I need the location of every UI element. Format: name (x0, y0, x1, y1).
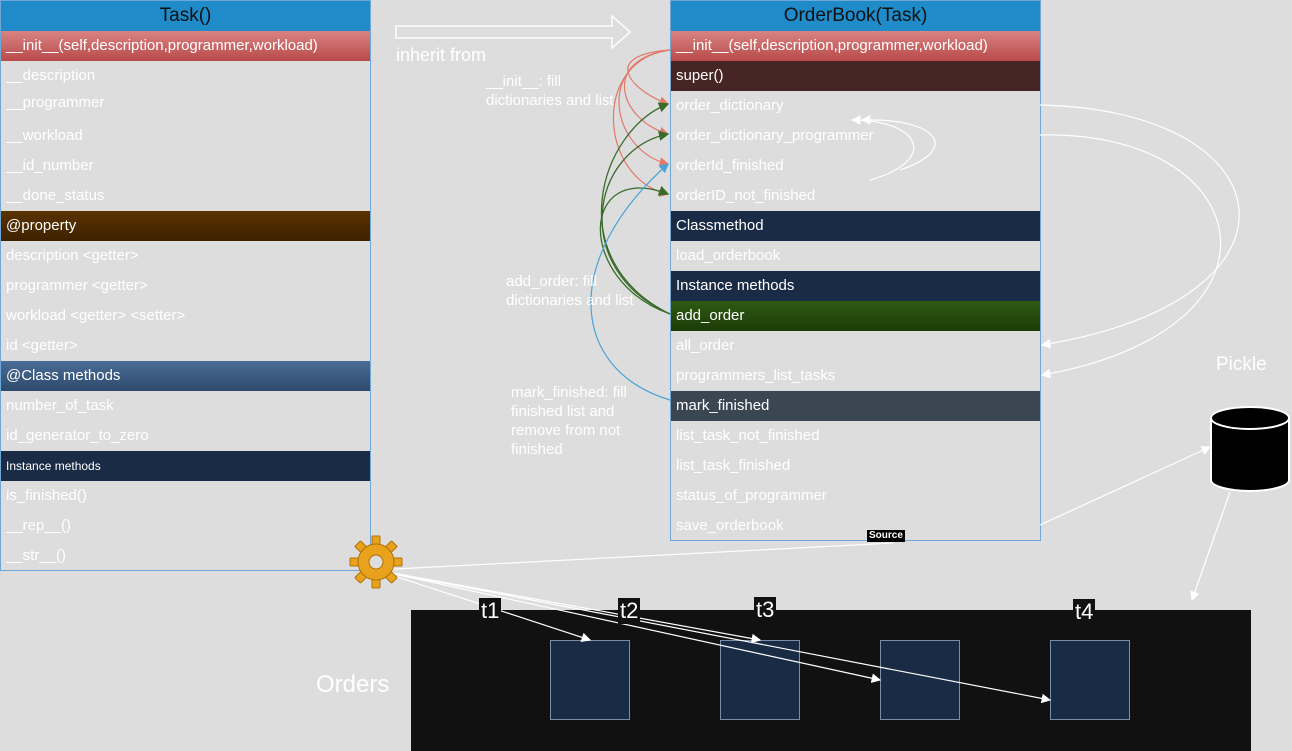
task-attr: __id_number (6, 157, 94, 174)
task-attr: __description (6, 67, 96, 84)
task-instance-method: __rep__() (6, 517, 72, 534)
task-attr: __done_status (6, 187, 105, 204)
property-header: @property (1, 211, 370, 241)
orderbook-class-title: OrderBook(Task) (671, 1, 1040, 31)
pickle-label: Pickle (1216, 354, 1267, 375)
orderbook-classmethod-header: Classmethod (671, 211, 1040, 241)
arrow-right-icon (395, 14, 632, 50)
orderbook-instance-methods-header: Instance methods (671, 271, 1040, 301)
task-property: programmer <getter> (6, 277, 148, 294)
gear-icon (349, 535, 403, 589)
orderbook-init: __init__(self,description,programmer,wor… (671, 31, 1040, 61)
source-badge: Source (867, 530, 905, 542)
task-label: t3 (754, 597, 777, 623)
orderbook-class: OrderBook(Task) __init__(self,descriptio… (670, 0, 1041, 542)
task-instance-methods-header: Instance methods (1, 451, 370, 481)
init-note: __init__: fill dictionaries and list (486, 73, 614, 109)
inherit-label: inherit from (396, 45, 487, 65)
orderbook-method: all_order (676, 337, 735, 354)
orderbook-attr: order_dictionary (676, 97, 784, 114)
task-label: t1 (479, 598, 502, 624)
add-order-note: add_order: fill dictionaries and list (506, 273, 634, 309)
orderbook-method: status_of_programmer (676, 487, 827, 504)
add-order-method: add_order (671, 301, 1040, 331)
orderbook-super: super() (671, 61, 1040, 91)
orderbook-method: save_orderbook (676, 517, 784, 534)
orderbook-classmethod: load_orderbook (676, 247, 781, 264)
mark-finished-note: mark_finished: fill finished list and re… (511, 384, 627, 458)
task-property: description <getter> (6, 247, 139, 264)
task-box (1050, 640, 1130, 720)
orderbook-attr: orderId_finished (676, 157, 784, 174)
orders-label: Orders (316, 671, 390, 698)
orderbook-method: list_task_not_finished (676, 427, 820, 444)
orderbook-method: list_task_finished (676, 457, 791, 474)
class-methods-header: @Class methods (1, 361, 370, 391)
task-class-method: id_generator_to_zero (6, 427, 149, 444)
orderbook-attr: order_dictionary_programmer (676, 127, 874, 144)
task-box (550, 640, 630, 720)
task-attr: __workload (6, 127, 83, 144)
task-label: t4 (1073, 599, 1096, 625)
database-icon (1210, 406, 1290, 492)
task-class: Task() __init__(self,description,program… (0, 0, 371, 571)
mark-finished-method: mark_finished (671, 391, 1040, 421)
orderbook-method: programmers_list_tasks (676, 367, 836, 384)
orderbook-attr: orderID_not_finished (676, 187, 816, 204)
task-property: workload <getter> <setter> (6, 307, 186, 324)
task-instance-method: is_finished() (6, 487, 87, 504)
task-class-title: Task() (1, 1, 370, 31)
task-label: t2 (618, 598, 641, 624)
task-init: __init__(self,description,programmer,wor… (1, 31, 370, 61)
task-instance-method: __str__() (6, 547, 67, 564)
task-property: id <getter> (6, 337, 78, 354)
task-attr: __programmer (6, 94, 105, 111)
task-class-method: number_of_task (6, 397, 114, 414)
